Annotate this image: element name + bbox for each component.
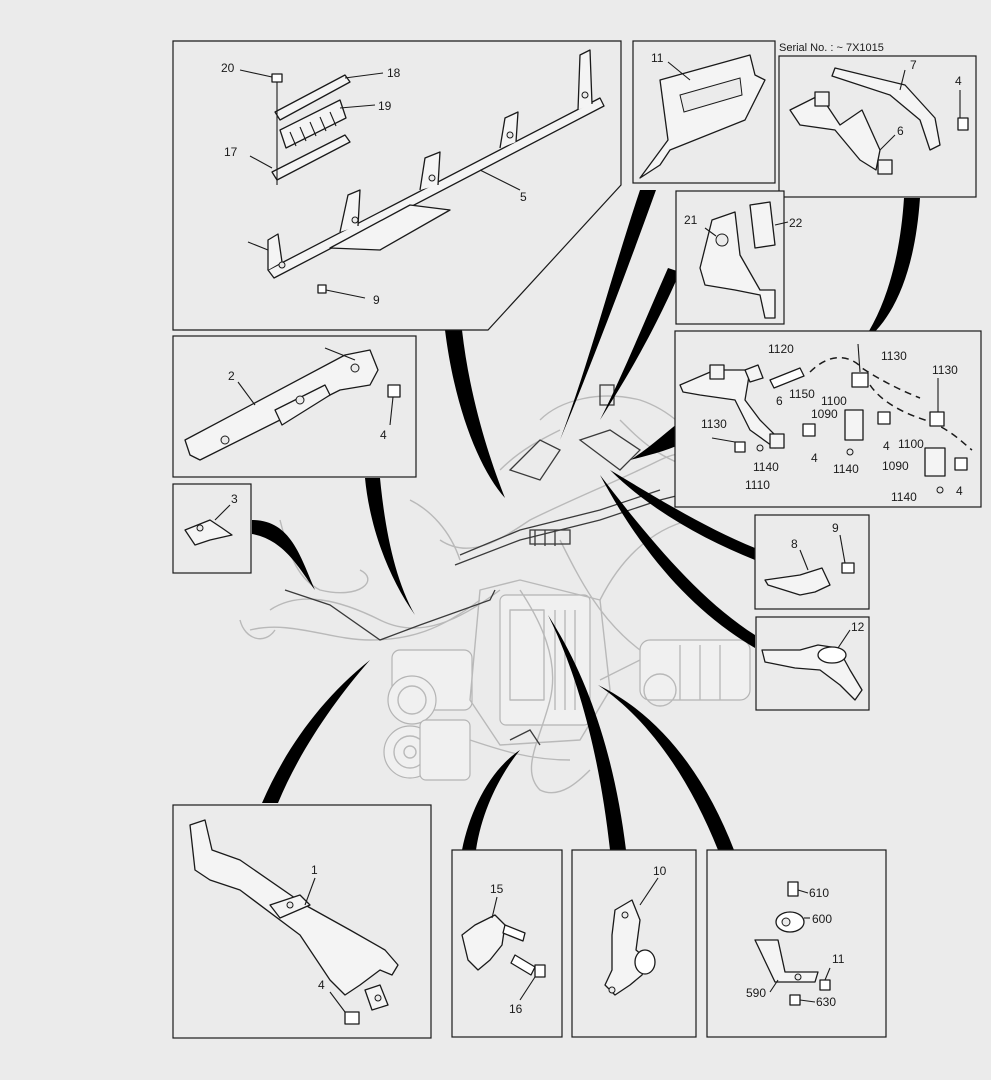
label-part-1130-c: 1130 — [701, 417, 727, 431]
label-part-1090-b: 1090 — [882, 459, 909, 473]
label-part-1130-b: 1130 — [932, 363, 958, 377]
label-part-4-left: 4 — [380, 428, 387, 442]
callout-box-hose-clamp-set: 1120 1130 1130 1150 1100 1090 6 1130 4 1… — [674, 330, 982, 508]
callout-box-part-1: 1 4 — [172, 804, 432, 1039]
label-part-4-top-right: 4 — [955, 74, 962, 88]
label-part-590: 590 — [746, 986, 766, 1000]
label-part-17: 17 — [224, 145, 238, 159]
starter-motor-ghost — [599, 639, 751, 707]
label-part-1140-c: 1140 — [891, 490, 917, 504]
label-part-11-top: 11 — [651, 51, 664, 65]
label-part-16: 16 — [509, 1002, 523, 1016]
callout-box-part-12: 12 — [755, 616, 870, 711]
callout-box-part-10: 10 — [571, 849, 697, 1038]
label-part-4-bottom: 4 — [318, 978, 325, 992]
label-part-6-top-right: 6 — [897, 124, 904, 138]
label-part-630: 630 — [816, 995, 836, 1009]
label-part-9-mid: 9 — [832, 521, 839, 535]
alternator-ghost — [383, 649, 473, 781]
engine-block-ghost — [469, 579, 611, 746]
label-part-2: 2 — [228, 369, 235, 383]
label-part-15: 15 — [490, 882, 504, 896]
label-part-1120: 1120 — [768, 342, 794, 356]
label-part-12: 12 — [851, 620, 865, 634]
engine-harness-assembly — [239, 384, 751, 794]
label-part-1110: 1110 — [745, 478, 770, 492]
label-part-21: 21 — [684, 213, 698, 227]
label-part-610: 610 — [809, 886, 829, 900]
label-part-4-m1: 4 — [883, 439, 890, 453]
label-part-1150: 1150 — [789, 387, 815, 401]
callout-box-part-2: 2 4 — [172, 335, 417, 478]
installed-brackets — [284, 384, 701, 746]
label-part-1090-a: 1090 — [811, 407, 838, 421]
label-part-3: 3 — [231, 492, 238, 506]
callout-box-part-7: Serial No. : ~ 7X1015 7 4 6 — [778, 42, 977, 198]
label-part-11-bottom: 11 — [832, 952, 845, 966]
callout-box-part-8: 8 9 — [754, 514, 870, 610]
label-part-8: 8 — [791, 537, 798, 551]
callout-box-harness-rail: 20 18 19 17 5 9 — [172, 40, 622, 331]
label-part-1: 1 — [311, 863, 318, 877]
label-part-1100-a: 1100 — [821, 394, 847, 408]
callout-box-part-590: 610 600 11 590 630 — [706, 849, 887, 1038]
label-part-22: 22 — [789, 216, 803, 230]
label-part-600: 600 — [812, 912, 832, 926]
label-part-5: 5 — [520, 190, 527, 204]
label-part-1130-a: 1130 — [881, 349, 907, 363]
callout-box-part-21-22: 21 22 — [675, 190, 803, 325]
label-part-4-m3: 4 — [956, 484, 963, 498]
label-part-6-mid: 6 — [776, 394, 783, 408]
callout-leaders — [252, 190, 920, 850]
label-part-1140-a: 1140 — [753, 460, 779, 474]
serial-number-note: Serial No. : ~ 7X1015 — [779, 42, 884, 54]
callout-box-part-3: 3 — [172, 483, 252, 574]
label-part-19: 19 — [378, 99, 392, 113]
callout-box-part-15: 15 16 — [451, 849, 563, 1038]
label-part-7: 7 — [910, 58, 917, 72]
label-part-10: 10 — [653, 864, 667, 878]
label-part-1100-b: 1100 — [898, 437, 924, 451]
label-part-9-top: 9 — [373, 293, 380, 307]
label-part-1140-b: 1140 — [833, 462, 859, 476]
label-part-20: 20 — [221, 61, 235, 75]
label-part-4-m2: 4 — [811, 451, 818, 465]
callout-box-part-11: 11 — [632, 40, 776, 184]
label-part-18: 18 — [387, 66, 401, 80]
